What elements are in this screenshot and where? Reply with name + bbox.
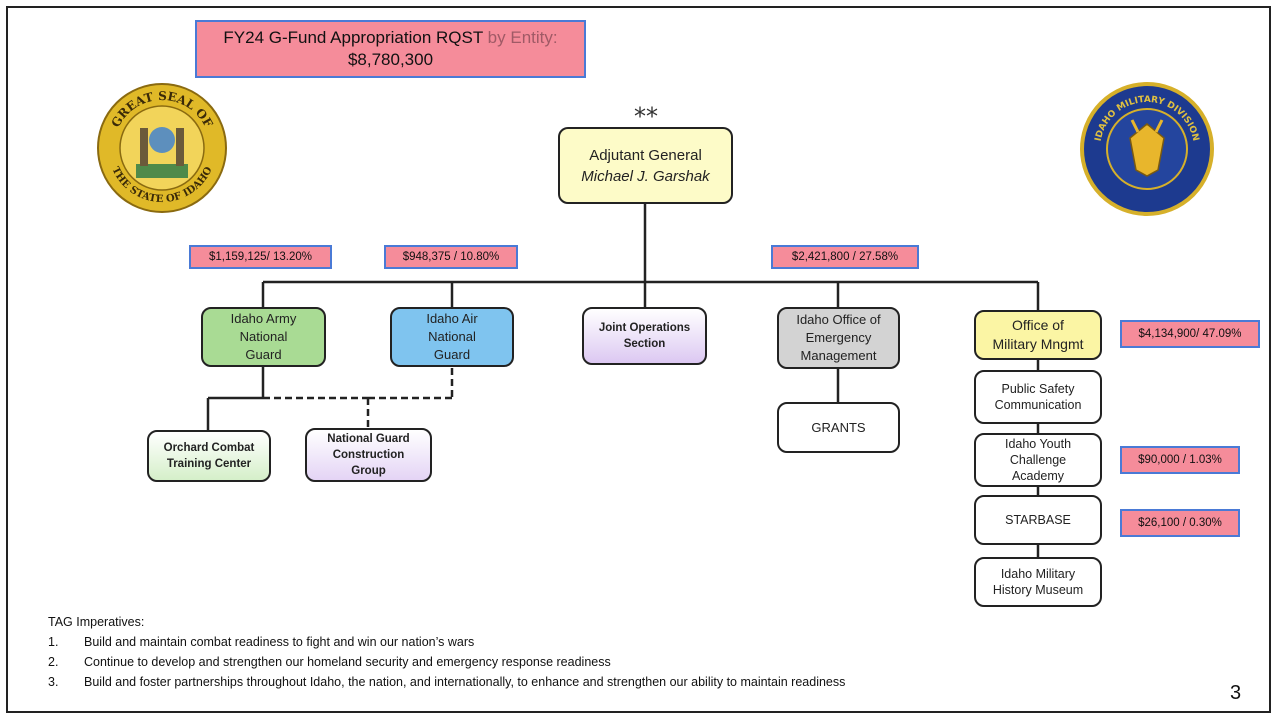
public-safety-communication-box: Public Safety Communication bbox=[974, 370, 1102, 424]
joint-operations-box: Joint Operations Section bbox=[582, 307, 707, 365]
banner-title-suffix: by Entity: bbox=[487, 28, 558, 47]
youth-amount-tag: $90,000 / 1.03% bbox=[1120, 446, 1240, 474]
box-line: Idaho Military bbox=[1000, 567, 1076, 581]
idaho-youth-challenge-academy-box: Idaho Youth Challenge Academy bbox=[974, 433, 1102, 487]
box-line: History Museum bbox=[992, 583, 1084, 597]
starbase-box: STARBASE bbox=[974, 495, 1102, 545]
box-line: Communication bbox=[994, 398, 1082, 412]
box-line: Public Safety bbox=[1001, 382, 1075, 396]
box-line: Management bbox=[800, 348, 877, 363]
national-guard-construction-group-box: National Guard Construction Group bbox=[305, 428, 432, 482]
page-number: 3 bbox=[1230, 682, 1242, 704]
box-line: GRANTS bbox=[811, 419, 866, 435]
box-line: National Guard bbox=[327, 433, 410, 445]
box-line: STARBASE bbox=[1005, 513, 1071, 527]
starbase-amount-tag: $26,100 / 0.30% bbox=[1120, 509, 1240, 537]
imperative-text: Continue to develop and strengthen our h… bbox=[84, 655, 611, 669]
idaho-military-history-museum-box: Idaho Military History Museum bbox=[974, 557, 1102, 607]
imperative-number: 1. bbox=[48, 635, 59, 649]
box-line: Guard bbox=[245, 347, 282, 362]
imperative-item: 1. Build and maintain combat readiness t… bbox=[48, 632, 845, 652]
adjutant-name: Michael J. Garshak bbox=[581, 167, 710, 185]
office-of-emergency-management-box: Idaho Office of Emergency Management bbox=[777, 307, 900, 369]
box-line: Idaho Youth bbox=[1004, 437, 1072, 451]
banner-title: FY24 G-Fund Appropriation RQST bbox=[223, 28, 483, 47]
imperative-text: Build and foster partnerships throughout… bbox=[84, 675, 846, 689]
appropriation-banner: FY24 G-Fund Appropriation RQST by Entity… bbox=[195, 20, 586, 78]
box-line: Training Center bbox=[166, 458, 252, 470]
grants-box: GRANTS bbox=[777, 402, 900, 453]
imperative-text: Build and maintain combat readiness to f… bbox=[84, 635, 475, 649]
box-line: Emergency bbox=[805, 330, 872, 345]
box-line: National bbox=[428, 329, 476, 344]
imperative-item: 3. Build and foster partnerships through… bbox=[48, 672, 845, 692]
box-line: Academy bbox=[1011, 469, 1065, 483]
box-line: National bbox=[239, 329, 288, 344]
omm-amount-tag: $4,134,900/ 47.09% bbox=[1120, 320, 1260, 348]
box-line: Office of bbox=[1012, 317, 1064, 333]
oem-amount-tag: $2,421,800 / 27.58% bbox=[771, 245, 919, 269]
box-line: Guard bbox=[433, 347, 471, 362]
box-line: Military Mngmt bbox=[992, 336, 1084, 352]
box-line: Idaho Air bbox=[426, 311, 478, 326]
imperative-number: 3. bbox=[48, 675, 59, 689]
air-amount-tag: $948,375 / 10.80% bbox=[384, 245, 518, 269]
box-line: Orchard Combat bbox=[163, 442, 255, 454]
box-line: Group bbox=[351, 465, 386, 477]
box-line: Idaho Office of bbox=[796, 312, 881, 327]
box-line: Section bbox=[623, 338, 666, 350]
idaho-military-division-seal: IDAHO MILITARY DIVISION bbox=[1080, 82, 1214, 216]
imperative-number: 2. bbox=[48, 655, 59, 669]
banner-total: $8,780,300 bbox=[347, 50, 434, 69]
army-amount-tag: $1,159,125/ 13.20% bbox=[189, 245, 332, 269]
adjutant-role: Adjutant General bbox=[589, 146, 702, 164]
air-national-guard-box: Idaho Air National Guard bbox=[390, 307, 514, 367]
tag-imperatives: TAG Imperatives: 1. Build and maintain c… bbox=[48, 612, 845, 692]
box-line: Challenge bbox=[1009, 453, 1067, 467]
army-national-guard-box: Idaho Army National Guard bbox=[201, 307, 326, 367]
adjutant-general-box: Adjutant General Michael J. Garshak bbox=[558, 127, 733, 204]
box-line: Construction bbox=[332, 449, 405, 461]
idaho-state-seal: GREAT SEAL OF THE STATE OF IDAHO bbox=[97, 83, 227, 213]
box-line: Joint Operations bbox=[598, 322, 691, 334]
office-of-military-management-box: Office of Military Mngmt bbox=[974, 310, 1102, 360]
stars-marker: ⁎⁎ bbox=[634, 95, 658, 123]
imperatives-heading: TAG Imperatives: bbox=[48, 615, 145, 629]
page-frame bbox=[6, 6, 1271, 713]
orchard-combat-training-center-box: Orchard Combat Training Center bbox=[147, 430, 271, 482]
imperative-item: 2. Continue to develop and strengthen ou… bbox=[48, 652, 845, 672]
box-line: Idaho Army bbox=[230, 311, 297, 326]
